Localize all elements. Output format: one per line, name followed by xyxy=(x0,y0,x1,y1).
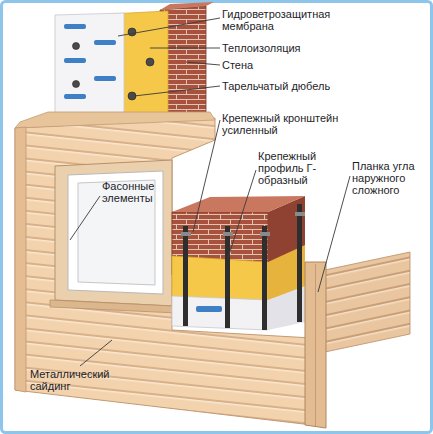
print-mark xyxy=(94,40,116,45)
dowel-head xyxy=(73,43,80,50)
window-sill xyxy=(50,300,177,313)
print-mark xyxy=(64,24,86,29)
l-profile xyxy=(262,226,267,330)
callout-label: Металлический сайдинг xyxy=(30,368,120,392)
callout-label: Крепежный кронштейн усиленный xyxy=(222,112,344,136)
l-profile xyxy=(225,226,230,328)
callout-label: Крепежный профиль Г-образный xyxy=(258,150,324,186)
callout-label: Теплоизоляция xyxy=(222,42,347,54)
leader-line xyxy=(70,196,100,240)
leader-line xyxy=(134,86,220,96)
l-profile xyxy=(297,204,302,322)
leader-line xyxy=(228,170,256,258)
siding-top-trim xyxy=(15,112,215,128)
leader-line xyxy=(150,48,220,49)
leader-line xyxy=(193,120,220,232)
leader-line xyxy=(118,18,220,36)
brick-top xyxy=(160,2,214,10)
l-profile xyxy=(183,226,188,326)
callout-label: Планка угла наружного сложного xyxy=(352,160,424,196)
corner-trim-edge xyxy=(315,264,316,426)
bracket xyxy=(295,212,305,216)
callout-label: Гидроветрозащитная мембрана xyxy=(222,8,347,32)
print-mark xyxy=(64,94,86,99)
dowel-head xyxy=(146,58,154,66)
corner-trim xyxy=(305,262,326,428)
window-frame xyxy=(68,171,163,294)
membrane-print xyxy=(196,306,222,312)
leader-line xyxy=(318,176,350,292)
membrane-print xyxy=(64,24,116,99)
bracket xyxy=(260,232,270,236)
window-trim xyxy=(55,160,172,306)
callout-label: Тарельчатый дюбель xyxy=(222,80,347,92)
l-profiles xyxy=(183,204,302,330)
start-profile xyxy=(15,127,26,392)
print-mark xyxy=(64,58,86,63)
bracket xyxy=(223,232,233,236)
brackets xyxy=(181,212,305,236)
metal-siding xyxy=(325,252,410,352)
brick-top xyxy=(172,196,305,212)
leader-line xyxy=(186,62,220,65)
dowel-head xyxy=(73,81,80,88)
bracket xyxy=(181,232,191,236)
callout-label: Стена xyxy=(222,59,347,71)
dowels xyxy=(73,28,155,100)
leader-lines xyxy=(70,18,350,366)
leader-line xyxy=(80,340,112,366)
print-mark xyxy=(94,76,116,81)
callout-label: Фасонные элементы xyxy=(102,180,160,204)
membrane xyxy=(55,13,124,118)
dowel-head xyxy=(128,28,136,36)
